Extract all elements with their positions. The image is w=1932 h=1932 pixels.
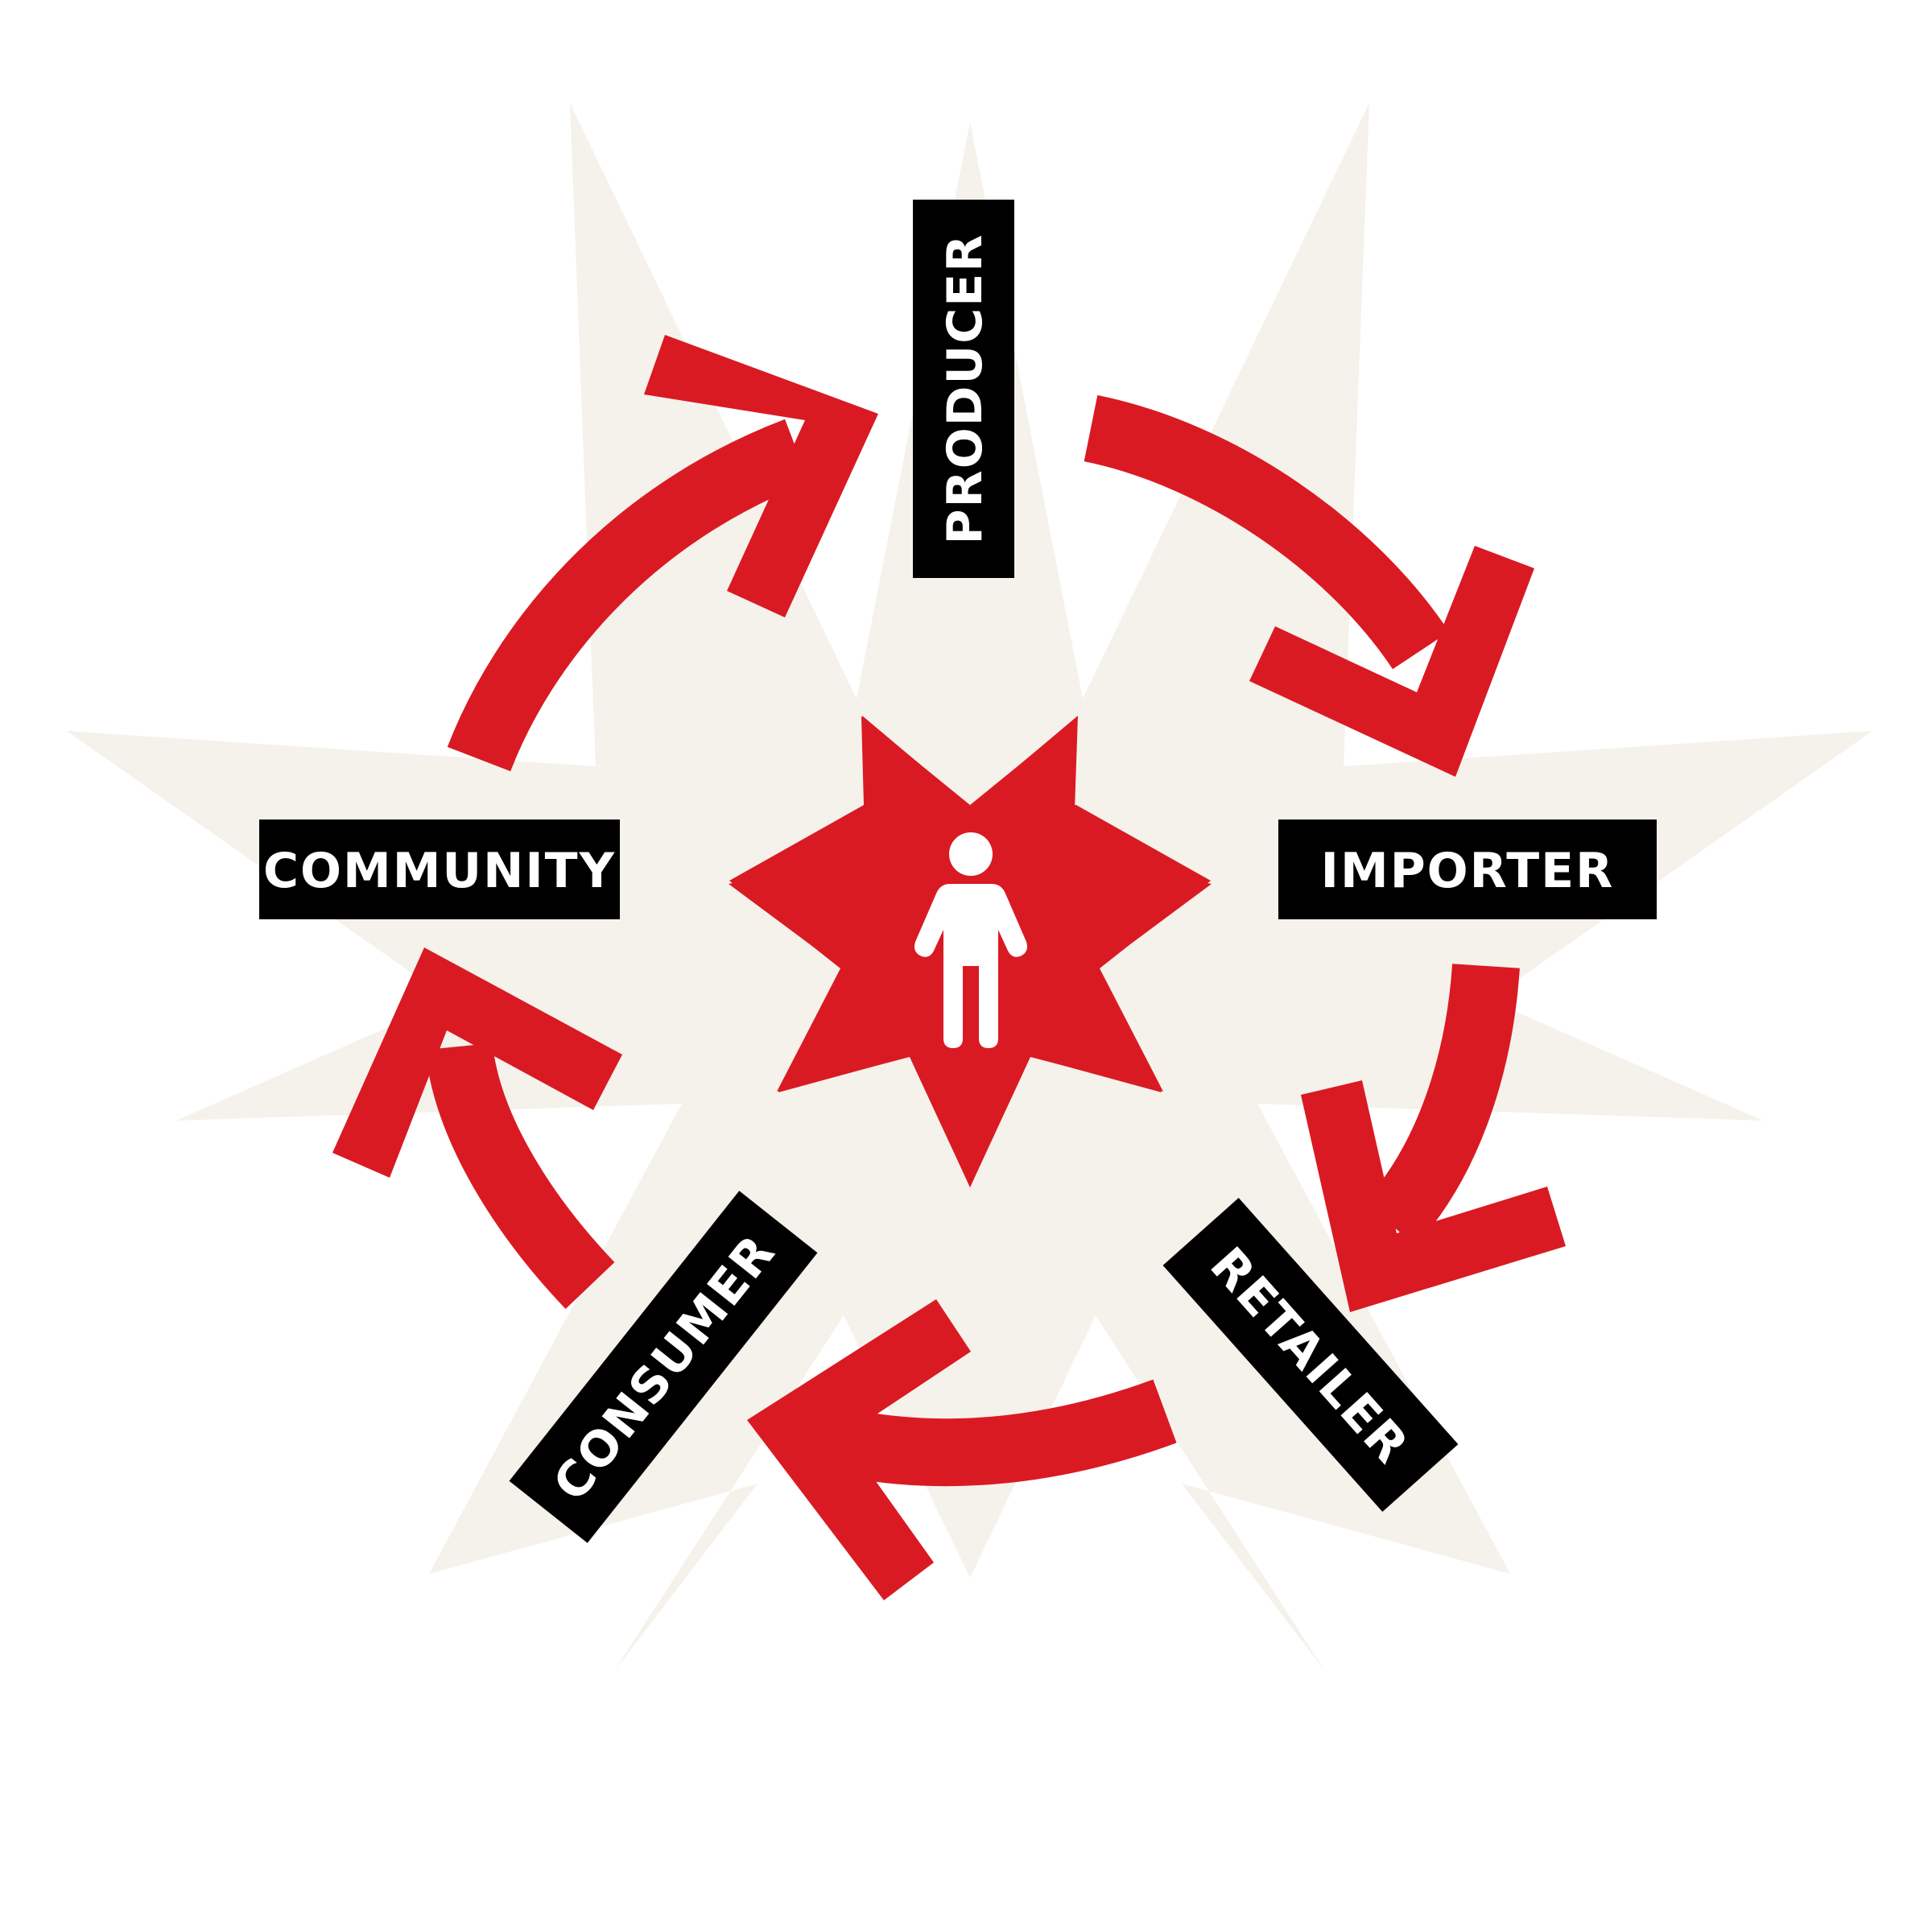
person-icon (914, 832, 1027, 1048)
arrow-retailer-to-consumer (830, 1379, 1177, 1487)
label-community: COMMUNITY (259, 819, 620, 919)
arrowhead-community (332, 947, 622, 1178)
cycle-arrows (332, 335, 1566, 1600)
label-importer: IMPORTER (1278, 819, 1657, 919)
arrowhead-consumer (747, 1299, 971, 1600)
arrow-consumer-to-community (425, 1042, 615, 1309)
arrow-importer-to-retailer (1364, 964, 1520, 1247)
label-importer-text: IMPORTER (1321, 843, 1615, 899)
arrow-producer-to-importer (1084, 394, 1449, 670)
arrowhead-retailer (1301, 1080, 1566, 1312)
arrow-community-to-producer (447, 419, 810, 772)
label-producer-text: PRODUCER (937, 233, 993, 545)
arrowhead-importer (1249, 546, 1534, 777)
arrowhead-producer (644, 335, 878, 617)
label-community-text: COMMUNITY (263, 843, 616, 899)
label-producer: PRODUCER (913, 200, 1014, 578)
